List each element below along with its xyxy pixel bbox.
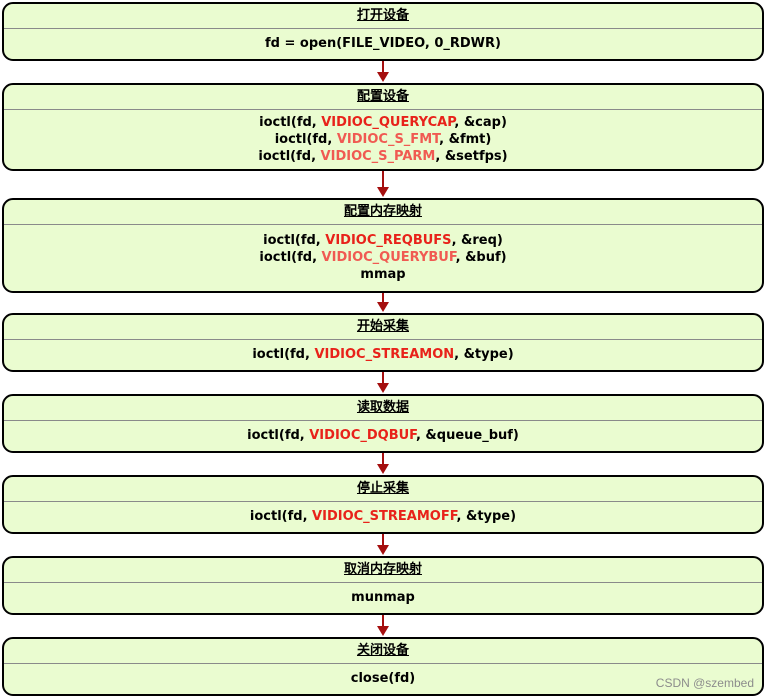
command-name: VIDIOC_S_FMT — [336, 131, 440, 147]
code-text: ioctl(fd, — [259, 114, 322, 130]
code-text: ioctl(fd, — [274, 131, 337, 147]
code-text: , &req) — [451, 233, 503, 248]
step-body: munmap — [4, 583, 762, 612]
flow-arrow — [377, 171, 389, 197]
step-stop-capture: 停止采集 ioctl(fd, VIDIOC_STREAMOFF, &type) — [2, 475, 764, 534]
code-line: ioctl(fd, VIDIOC_STREAMON, &type) — [252, 346, 513, 363]
flow-arrow — [377, 453, 389, 474]
code-text: ioctl(fd, — [249, 509, 313, 524]
code-text: , &queue_buf) — [415, 428, 519, 443]
step-body: ioctl(fd, VIDIOC_QUERYCAP, &cap)ioctl(fd… — [4, 110, 762, 168]
step-close-device: 关闭设备 close(fd) — [2, 637, 764, 696]
code-text: fd = open(FILE_VIDEO, 0_RDWR) — [265, 36, 501, 51]
step-body: fd = open(FILE_VIDEO, 0_RDWR) — [4, 29, 762, 58]
step-title: 读取数据 — [356, 400, 409, 415]
step-divider — [4, 224, 762, 225]
code-text: ioctl(fd, — [263, 233, 326, 248]
command-name: VIDIOC_S_PARM — [320, 148, 436, 164]
step-divider — [4, 420, 762, 421]
code-line: ioctl(fd, VIDIOC_QUERYBUF, &buf) — [259, 249, 506, 266]
code-line: ioctl(fd, VIDIOC_S_FMT, &fmt) — [275, 131, 492, 148]
step-unmap-memory: 取消内存映射 munmap — [2, 556, 764, 615]
code-text: ioctl(fd, — [259, 250, 322, 265]
code-text: , &type) — [456, 509, 517, 524]
command-name: VIDIOC_QUERYBUF — [321, 250, 456, 265]
step-body: ioctl(fd, VIDIOC_STREAMOFF, &type) — [4, 502, 762, 531]
code-text: ioctl(fd, — [252, 347, 315, 362]
code-line: ioctl(fd, VIDIOC_REQBUFS, &req) — [263, 232, 503, 249]
step-divider — [4, 28, 762, 29]
step-divider — [4, 109, 762, 110]
command-name: VIDIOC_DQBUF — [309, 428, 416, 443]
code-text: mmap — [360, 267, 406, 282]
step-divider — [4, 663, 762, 664]
flow-arrow — [377, 293, 389, 312]
code-line: ioctl(fd, VIDIOC_STREAMOFF, &type) — [250, 508, 516, 525]
command-name: VIDIOC_STREAMON — [314, 347, 455, 362]
step-title: 打开设备 — [356, 8, 409, 23]
step-divider — [4, 501, 762, 502]
step-read-data: 读取数据 ioctl(fd, VIDIOC_DQBUF, &queue_buf) — [2, 394, 764, 453]
code-line: close(fd) — [351, 670, 416, 687]
step-divider — [4, 582, 762, 583]
code-text: , &fmt) — [439, 131, 492, 147]
code-text: , &setfps) — [435, 148, 508, 164]
step-title: 配置设备 — [356, 89, 409, 104]
step-title: 取消内存映射 — [343, 562, 422, 577]
flow-arrow — [377, 534, 389, 555]
step-title: 关闭设备 — [356, 643, 409, 658]
step-body: ioctl(fd, VIDIOC_REQBUFS, &req)ioctl(fd,… — [4, 225, 762, 290]
code-text: , &cap) — [454, 114, 507, 130]
step-body: close(fd) — [4, 664, 762, 693]
code-line: ioctl(fd, VIDIOC_QUERYCAP, &cap) — [259, 114, 507, 131]
code-line: fd = open(FILE_VIDEO, 0_RDWR) — [265, 35, 501, 52]
step-title: 停止采集 — [356, 481, 409, 496]
command-name: VIDIOC_QUERYCAP — [321, 114, 455, 130]
code-text: munmap — [351, 590, 415, 605]
code-line: munmap — [351, 589, 415, 606]
code-text: ioctl(fd, — [247, 428, 310, 443]
code-line: ioctl(fd, VIDIOC_DQBUF, &queue_buf) — [247, 427, 519, 444]
watermark: CSDN @szembed — [655, 676, 754, 690]
step-title: 开始采集 — [356, 319, 409, 334]
command-name: VIDIOC_STREAMOFF — [312, 509, 457, 524]
step-title: 配置内存映射 — [343, 204, 422, 219]
step-body: ioctl(fd, VIDIOC_STREAMON, &type) — [4, 340, 762, 369]
code-line: mmap — [360, 266, 405, 283]
step-divider — [4, 339, 762, 340]
code-text: , &type) — [454, 347, 514, 362]
code-text: close(fd) — [350, 671, 416, 686]
step-open-device: 打开设备 fd = open(FILE_VIDEO, 0_RDWR) — [2, 2, 764, 61]
step-start-capture: 开始采集 ioctl(fd, VIDIOC_STREAMON, &type) — [2, 313, 764, 372]
code-text: , &buf) — [455, 250, 507, 265]
code-line: ioctl(fd, VIDIOC_S_PARM, &setfps) — [258, 148, 507, 165]
flow-arrow — [377, 615, 389, 636]
flow-arrow — [377, 372, 389, 393]
code-text: ioctl(fd, — [258, 148, 321, 164]
step-body: ioctl(fd, VIDIOC_DQBUF, &queue_buf) — [4, 421, 762, 450]
flow-arrow — [377, 61, 389, 82]
command-name: VIDIOC_REQBUFS — [325, 233, 452, 248]
